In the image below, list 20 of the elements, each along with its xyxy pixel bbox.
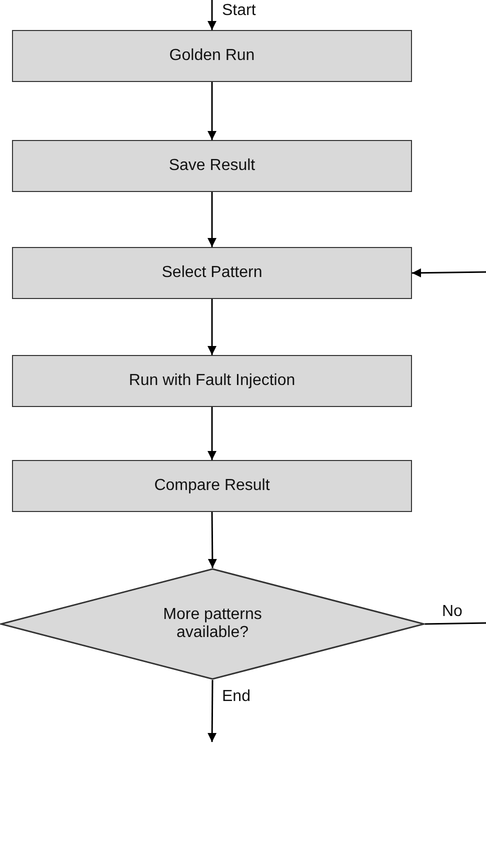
arrow: [208, 512, 217, 568]
arrow: [208, 407, 216, 460]
arrow: [208, 192, 216, 247]
arrow: [412, 268, 486, 278]
process-box: [12, 355, 412, 407]
step-label: Save Result: [168, 157, 256, 175]
process-box: [12, 460, 412, 512]
step-label: Compare Result: [154, 477, 270, 495]
step-label: Select Pattern: [162, 264, 262, 282]
process-box: [12, 140, 412, 192]
decision-diamond: [0, 568, 425, 680]
arrow: [208, 299, 216, 355]
arrow: [208, 82, 216, 140]
decision-text: More patterns available?: [162, 606, 263, 642]
process-box: [12, 247, 412, 299]
arrow: [208, 680, 217, 742]
step-label: Run with Fault Injection: [128, 372, 296, 390]
process-box: [12, 30, 412, 82]
arrow: [208, 0, 216, 30]
step-label: Golden Run: [169, 47, 255, 65]
